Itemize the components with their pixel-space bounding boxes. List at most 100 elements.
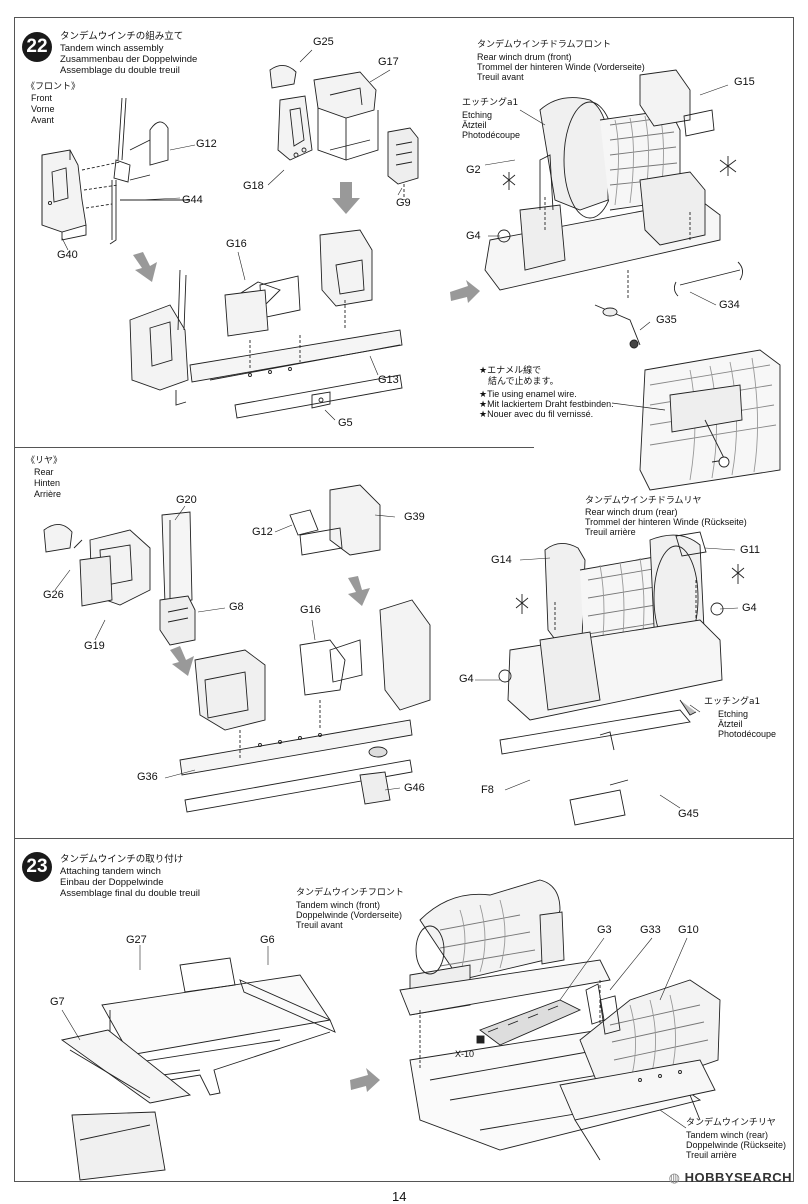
watermark-brand: HOBBY — [684, 1170, 735, 1185]
step22-title-de: Zusammenbau der Doppelwinde — [60, 54, 198, 65]
part-label: G19 — [84, 640, 105, 652]
part-label: G25 — [313, 36, 334, 48]
front-chassis-g13 — [129, 229, 403, 419]
part-label: G35 — [656, 314, 677, 326]
step22-title-en: Tandem winch assembly — [60, 43, 164, 54]
leader-lines — [54, 49, 739, 1129]
part-label: G9 — [396, 197, 411, 209]
step23-title-de: Einbau der Doppelwinde — [60, 877, 164, 888]
part-label: G45 — [678, 808, 699, 820]
winch-rear-label-fr: Treuil arrière — [686, 1150, 737, 1160]
enamel-note-en: ★Tie using enamel wire. — [479, 389, 577, 399]
drum-front-label-de: Trommel der hinteren Winde (Vorderseite) — [477, 62, 645, 72]
part-label: G18 — [243, 180, 264, 192]
part-label: G16 — [300, 604, 321, 616]
part-label: G33 — [640, 924, 661, 936]
rear-label-en: Rear — [34, 467, 54, 477]
enamel-wire-detail — [611, 349, 781, 491]
drum-front-label-fr: Treuil avant — [477, 72, 524, 82]
part-label-x10: X-10 — [455, 1049, 475, 1059]
step23-winch-rear — [559, 979, 721, 1161]
winch-front-label-fr: Treuil avant — [296, 920, 343, 930]
rear-label-fr: Arrière — [34, 489, 62, 499]
etching2-label-de: Ätzteil — [718, 719, 743, 729]
part-label: G2 — [466, 164, 481, 176]
part-label: G10 — [678, 924, 699, 936]
enamel-note-fr: ★Nouer avec du fil vernissé. — [479, 409, 594, 419]
drum-rear-label-jp: タンデムウインチドラムリヤ — [585, 496, 702, 506]
front-label-de: Vorne — [31, 104, 55, 114]
front-label-en: Front — [31, 93, 53, 103]
front-winch-drum-assembly — [484, 69, 743, 349]
part-label: G27 — [126, 934, 147, 946]
winch-rear-label-jp: タンデムウインチリヤ — [686, 1118, 776, 1128]
part-label: G11 — [740, 544, 760, 556]
part-label: G12 — [252, 526, 273, 538]
step23-track-g3 — [476, 999, 582, 1046]
etching1-label-de: Ätzteil — [462, 120, 487, 130]
winch-front-label-jp: タンデムウインチフロント — [296, 888, 404, 898]
enamel-note-jp1: ★エナメル線で — [479, 366, 542, 376]
rear-chassis-g36 — [179, 599, 431, 813]
part-label: G7 — [50, 996, 65, 1008]
part-label: G39 — [404, 511, 425, 523]
etching2-label-fr: Photodécoupe — [718, 729, 777, 739]
part-label: F8 — [481, 784, 494, 796]
step-22-badge: 22 — [22, 32, 52, 62]
part-label: G4 — [466, 230, 481, 242]
top-bracket-g17 — [269, 65, 379, 161]
winch-rear-label-de: Doppelwinde (Rückseite) — [686, 1140, 787, 1150]
winch-rear-label-en: Tandem winch (rear) — [686, 1130, 769, 1140]
part-label: G46 — [404, 782, 425, 794]
part-label: G8 — [229, 601, 244, 613]
divider-front-rear — [14, 447, 534, 448]
enamel-note-de: ★Mit lackiertem Draht festbinden. — [479, 399, 614, 409]
winch-front-label-de: Doppelwinde (Vorderseite) — [296, 910, 403, 920]
rear-winch-drum-assembly — [498, 531, 745, 826]
rear-label-jp: 《リヤ》 — [26, 456, 63, 466]
winch-front-label-en: Tandem winch (front) — [296, 900, 381, 910]
etching1-label-fr: Photodécoupe — [462, 130, 521, 140]
drum-front-label-jp: タンデムウインチドラムフロント — [477, 40, 612, 50]
drum-front-label-en: Rear winch drum (front) — [477, 52, 572, 62]
step-23-badge: 23 — [22, 852, 52, 882]
part-label: G20 — [176, 494, 197, 506]
front-label-jp: 《フロント》 — [26, 82, 81, 92]
part-label: G44 — [182, 194, 203, 206]
motor-g9 — [387, 127, 419, 200]
part-label: G26 — [43, 589, 64, 601]
watermark-text: SEARCH — [734, 1170, 792, 1185]
part-label: G6 — [260, 934, 275, 946]
front-side-frame-g40 — [41, 149, 87, 241]
part-label: G40 — [57, 249, 78, 261]
enamel-note-jp2: 結んで止めます。 — [488, 377, 559, 387]
part-label: G16 — [226, 238, 247, 250]
part-label: G34 — [719, 299, 740, 311]
step23-title-fr: Assemblage final du double treuil — [60, 888, 200, 899]
part-label: G5 — [338, 417, 353, 429]
rear-bracket-g39 — [289, 484, 381, 556]
assembly-arrow-down — [133, 182, 480, 1092]
drum-rear-label-fr: Treuil arrière — [585, 527, 636, 537]
drum-rear-label-de: Trommel der hinteren Winde (Rückseite) — [585, 517, 747, 527]
part-label: G13 — [378, 374, 399, 386]
etching1-label-en: Etching — [462, 110, 493, 120]
etching2-label-jp: エッチングa1 — [704, 697, 761, 707]
front-label-fr: Avant — [31, 115, 54, 125]
rear-bracket-assembly — [43, 511, 196, 646]
rear-label-de: Hinten — [34, 478, 61, 488]
part-label: G17 — [378, 56, 399, 68]
part-label: G4 — [459, 673, 474, 685]
page-number: 14 — [392, 1189, 407, 1204]
step22-title-fr: Assemblage du double treuil — [60, 65, 180, 76]
watermark-logo-icon: ◍ — [668, 1170, 685, 1185]
part-label: G14 — [491, 554, 512, 566]
part-label: G4 — [742, 602, 757, 614]
step22-title-jp: タンデムウインチの組み立て — [60, 31, 184, 42]
part-label: G12 — [196, 138, 217, 150]
step23-frame-g27 — [60, 957, 336, 1181]
etching2-label-en: Etching — [718, 709, 749, 719]
part-label: G3 — [597, 924, 612, 936]
front-lever-g44 — [81, 97, 190, 245]
